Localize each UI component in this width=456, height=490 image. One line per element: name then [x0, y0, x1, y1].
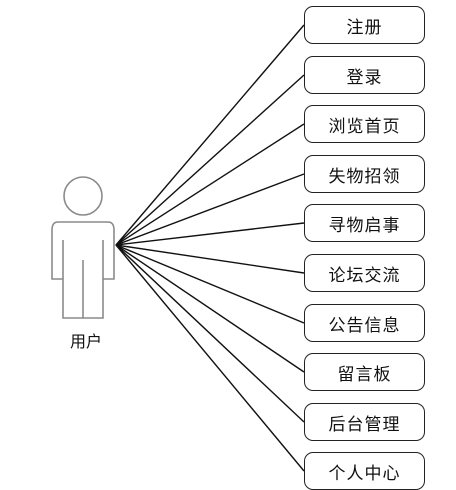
use-case-forum[interactable]: 论坛交流 [304, 254, 425, 292]
association-line [115, 222, 305, 246]
association-line [115, 173, 305, 246]
use-case-lost-found[interactable]: 失物招领 [304, 155, 425, 193]
use-case-login[interactable]: 登录 [304, 56, 425, 94]
use-case-register[interactable]: 注册 [304, 6, 425, 44]
association-line [115, 244, 305, 373]
association-line [115, 123, 305, 246]
association-lines [115, 24, 305, 472]
use-case-announcements[interactable]: 公告信息 [304, 304, 425, 342]
association-line [115, 244, 305, 423]
use-case-admin[interactable]: 后台管理 [304, 403, 425, 441]
actor-figure [51, 176, 115, 319]
use-case-personal-center[interactable]: 个人中心 [304, 452, 425, 490]
use-case-browse-home[interactable]: 浏览首页 [304, 105, 425, 143]
use-case-message-board[interactable]: 留言板 [304, 353, 425, 391]
association-line [115, 244, 305, 324]
association-line [115, 24, 305, 246]
use-case-search-notice[interactable]: 寻物启事 [304, 204, 425, 242]
association-line [115, 244, 305, 472]
actor-label: 用户 [69, 332, 102, 351]
actor-head [63, 176, 103, 216]
association-line [115, 74, 305, 246]
association-line [115, 244, 305, 274]
